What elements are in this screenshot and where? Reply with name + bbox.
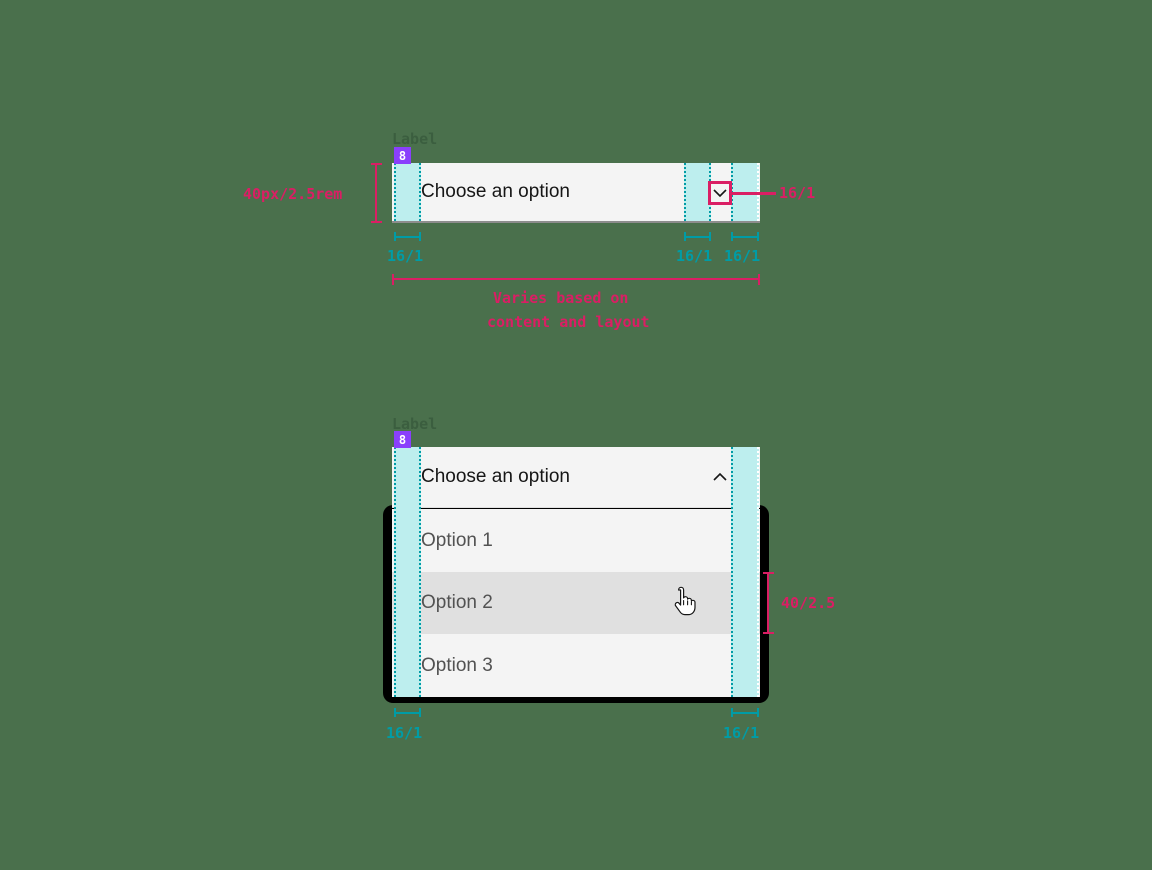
icon-gap-measure-bar	[684, 232, 711, 241]
field-height-label: 40px/2.5rem	[243, 185, 343, 203]
chevron-up-icon[interactable]	[712, 469, 728, 485]
right-padding-measure-bar	[731, 232, 759, 241]
open-right-padding-band	[731, 447, 759, 697]
open-label-gap-badge: 8	[394, 431, 411, 448]
icon-gap-label: 16/1	[676, 247, 713, 265]
right-padding-label: 16/1	[724, 247, 761, 265]
field-width-measure-bar	[392, 274, 760, 285]
closed-dropdown-value: Choose an option	[421, 181, 570, 202]
option-label: Option 1	[421, 529, 493, 551]
open-left-padding-band	[394, 447, 421, 697]
option-height-measure-bar	[763, 572, 774, 634]
list-item[interactable]: Option 3	[392, 634, 760, 697]
open-right-padding-label: 16/1	[723, 724, 760, 742]
chevron-size-callout-box	[708, 181, 732, 205]
option-height-label: 40/2.5	[781, 594, 836, 612]
open-left-padding-measure-bar	[394, 708, 421, 717]
chevron-down-icon[interactable]	[712, 185, 728, 201]
open-left-padding-label: 16/1	[386, 724, 423, 742]
closed-dropdown-label: Label	[392, 130, 438, 148]
open-right-padding-measure-bar	[731, 708, 759, 717]
pointer-hand-cursor	[670, 586, 698, 616]
list-item[interactable]: Option 1	[392, 509, 760, 572]
field-width-label-line2: content and layout	[487, 313, 650, 331]
left-padding-label: 16/1	[387, 247, 424, 265]
option-label: Option 2	[421, 592, 493, 613]
icon-gap-band	[684, 163, 711, 221]
label-gap-badge: 8	[394, 147, 411, 164]
open-dropdown-label: Label	[392, 415, 438, 433]
chevron-callout-line	[732, 192, 776, 195]
field-height-measure-bar	[371, 163, 382, 223]
list-item[interactable]: Option 2	[392, 572, 760, 634]
left-padding-band	[394, 163, 421, 221]
chevron-size-label: 16/1	[779, 184, 816, 202]
left-padding-measure-bar	[394, 232, 421, 241]
open-dropdown-field[interactable]: Choose an option	[392, 447, 760, 508]
open-dropdown-value: Choose an option	[421, 466, 570, 487]
field-width-label-line1: Varies based on	[493, 289, 629, 307]
option-label: Option 3	[421, 654, 493, 676]
